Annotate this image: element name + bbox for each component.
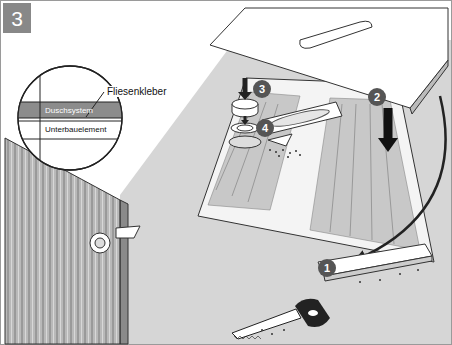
callout-number: 4 <box>262 123 268 134</box>
move-arrow <box>356 96 446 260</box>
lowering-arrow-head <box>378 138 398 152</box>
callout-number: 3 <box>253 80 271 98</box>
top-plate <box>210 8 448 114</box>
layer-band: Duschsystem <box>43 103 119 118</box>
layer-name: Duschsystem <box>45 107 93 115</box>
callout-number: 2 <box>368 88 386 106</box>
part-label: Fliesenkleber <box>106 81 167 99</box>
detail-inset <box>0 60 200 180</box>
saw <box>232 299 330 339</box>
debris <box>268 134 301 158</box>
callout-number: 3 <box>259 84 265 95</box>
cut-strip <box>318 244 432 283</box>
callout-number: 4 <box>256 119 274 137</box>
callout-number: 1 <box>318 259 336 277</box>
callout-number: 1 <box>324 263 330 274</box>
layer-name: Unterbauelement <box>45 126 106 134</box>
lowering-arrow <box>384 108 393 140</box>
step-number-box: 3 <box>3 3 31 33</box>
layer-band: Unterbauelement <box>43 122 119 138</box>
label-text: Fliesenkleber <box>106 86 167 97</box>
step-number: 3 <box>11 8 23 29</box>
callout-number: 2 <box>374 92 380 103</box>
